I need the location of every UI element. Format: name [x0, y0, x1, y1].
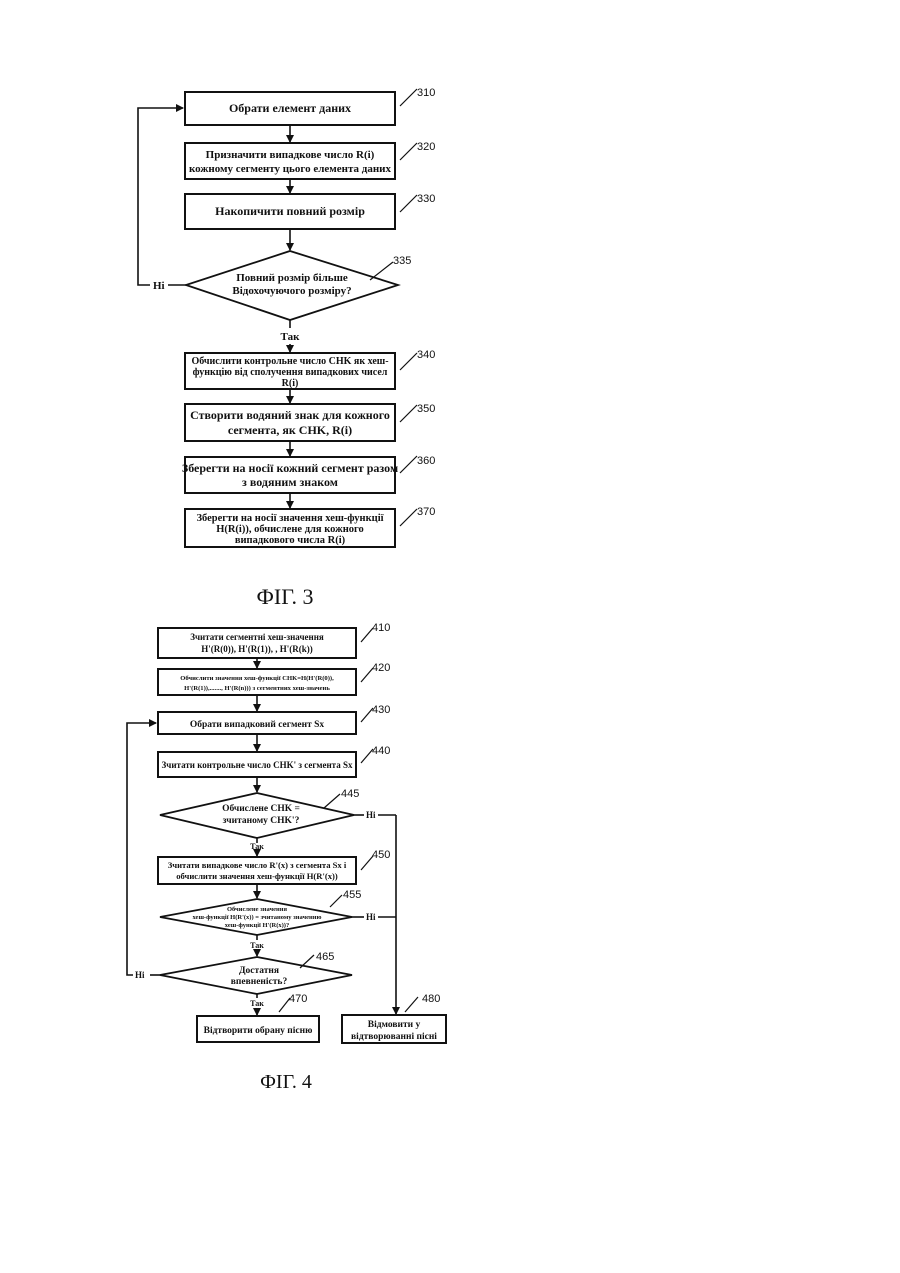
step-330-number: 330: [417, 193, 435, 205]
step-330-text: Накопичити повний розмір: [215, 204, 365, 218]
step-440: Зчитати контрольне число CHK' з сегмента…: [158, 745, 390, 777]
step-450-text-2: обчислити значення хеш-функції H(R'(x)): [176, 871, 338, 881]
step-370-text-1: Зберегти на носії значення хеш-функції: [196, 513, 383, 524]
step-420: Обчислити значення хеш-функції CHK=H(H'(…: [158, 662, 390, 695]
step-410: Зчитати сегментні хеш-значення H'(R(0)),…: [158, 622, 390, 658]
step-420-number: 420: [372, 662, 390, 674]
decision-335-text-1: Повний розмір більше: [236, 272, 348, 284]
step-440-text: Зчитати контрольне число CHK' з сегмента…: [162, 760, 353, 770]
step-350-number: 350: [417, 403, 435, 415]
decision-445-leader: [324, 794, 340, 808]
step-480: Відмовити у відтворюванні пісні 480: [342, 993, 446, 1043]
step-340: Обчислити контрольне число CHK як хеш- ф…: [185, 349, 435, 389]
step-340-number: 340: [417, 349, 435, 361]
figure-3-caption: ФІГ. 3: [257, 584, 314, 609]
decision-445-no-label: Ні: [366, 810, 376, 820]
step-350-text-2: сегмента, як CHK, R(i): [228, 423, 352, 437]
decision-335-no-label: Ні: [153, 280, 165, 292]
step-470-number: 470: [289, 993, 307, 1005]
step-450-number: 450: [372, 849, 390, 861]
step-480-text-1: Відмовити у: [368, 1019, 421, 1030]
step-360-text-1: Зберегти на носії кожний сегмент разом: [182, 461, 398, 475]
step-420-text-2: H'(R(1)),......., H'(R(n))) з сегментних…: [184, 685, 330, 692]
step-360-text-2: з водяним знаком: [242, 475, 338, 489]
decision-455-text-1: Обчислене значення: [227, 906, 288, 913]
decision-455-leader: [330, 895, 342, 907]
step-410-text-1: Зчитати сегментні хеш-значення: [190, 632, 324, 642]
step-370-leader: [400, 509, 417, 526]
step-360-number: 360: [417, 455, 435, 467]
step-410-number: 410: [372, 622, 390, 634]
step-480-leader: [405, 997, 418, 1012]
decision-455-yes-label: Так: [250, 941, 264, 950]
decision-465-no-label: Ні: [135, 970, 145, 980]
figure-4: Зчитати сегментні хеш-значення H'(R(0)),…: [127, 622, 446, 1093]
decision-335-text-2: Відохочуючого розміру?: [232, 285, 351, 297]
step-330-leader: [400, 195, 417, 212]
step-470-text: Відтворити обрану пісню: [204, 1025, 313, 1036]
decision-445-text-1: Обчислене CHK =: [222, 803, 300, 814]
step-430-text: Обрати випадковий сегмент Sx: [190, 719, 325, 730]
step-430-number: 430: [372, 704, 390, 716]
step-360-leader: [400, 456, 417, 473]
decision-455-no-label: Ні: [366, 912, 376, 922]
decision-445-text-2: зчитаному CHK'?: [223, 816, 300, 826]
decision-465-yes-label: Так: [250, 999, 264, 1008]
step-370-text-3: випадкового числа R(i): [235, 535, 346, 546]
step-480-text-2: відтворюванні пісні: [351, 1031, 437, 1042]
step-340-text-2: функцію від сполучення випадкових чисел: [193, 367, 388, 378]
decision-445-yes-label: Так: [250, 842, 264, 851]
step-370: Зберегти на носії значення хеш-функції H…: [185, 506, 435, 547]
decision-445: Обчислене CHK = зчитаному CHK'? 445 Ні Т…: [160, 788, 396, 851]
decision-465-number: 465: [316, 951, 334, 963]
step-450-text-1: Зчитати випадкове число R'(x) з сегмента…: [168, 860, 347, 870]
decision-455: Обчислене значення хеш-функції H(R'(x)) …: [160, 889, 396, 950]
step-350-text-1: Створити водяний знак для кожного: [190, 408, 390, 422]
decision-465-text-1: Достатня: [239, 966, 279, 976]
step-330: Накопичити повний розмір 330: [185, 193, 435, 229]
step-310-text: Обрати елемент даних: [229, 101, 351, 115]
step-450: Зчитати випадкове число R'(x) з сегмента…: [158, 849, 390, 884]
step-320-number: 320: [417, 141, 435, 153]
step-420-text-1: Обчислити значення хеш-функції CHK=H(H'(…: [180, 675, 334, 682]
decision-465-text-2: впевненість?: [231, 976, 288, 987]
figure-4-caption: ФІГ. 4: [260, 1071, 312, 1093]
step-340-leader: [400, 353, 417, 370]
step-340-text-3: R(i): [282, 378, 299, 389]
step-320-text-2: кожному сегменту цього елемента даних: [189, 163, 392, 175]
step-370-text-2: H(R(i)), обчислене для кожного: [216, 524, 364, 535]
step-320-leader: [400, 143, 417, 160]
step-340-text-1: Обчислити контрольне число CHK як хеш-: [191, 356, 388, 367]
step-370-number: 370: [417, 506, 435, 518]
decision-455-text-3: хеш-функції H'(R(x))?: [225, 922, 289, 929]
step-310: Обрати елемент даних 310: [185, 87, 435, 125]
step-310-leader: [400, 89, 417, 106]
step-360: Зберегти на носії кожний сегмент разом з…: [182, 455, 435, 493]
decision-455-number: 455: [343, 889, 361, 901]
loop-back-to-310: [138, 108, 183, 285]
step-350: Створити водяний знак для кожного сегмен…: [185, 403, 435, 441]
step-440-number: 440: [372, 745, 390, 757]
decision-335-yes-label: Так: [281, 331, 301, 343]
step-310-number: 310: [417, 87, 435, 99]
step-350-leader: [400, 405, 417, 422]
figure-3: Обрати елемент даних 310 Призначити випа…: [138, 87, 435, 609]
decision-445-number: 445: [341, 788, 359, 800]
step-320-text-1: Призначити випадкове число R(i): [206, 149, 375, 161]
step-320: Призначити випадкове число R(i) кожному …: [185, 141, 435, 179]
loop-back-to-430: [127, 723, 156, 975]
decision-335-number: 335: [393, 255, 411, 267]
step-480-number: 480: [422, 993, 440, 1005]
step-410-text-2: H'(R(0)), H'(R(1)), , H'(R(k)): [201, 644, 312, 654]
step-430: Обрати випадковий сегмент Sx 430: [158, 704, 390, 734]
decision-335-leader: [370, 262, 393, 280]
decision-455-text-2: хеш-функції H(R'(x)) = зчитаному значенн…: [192, 914, 321, 921]
